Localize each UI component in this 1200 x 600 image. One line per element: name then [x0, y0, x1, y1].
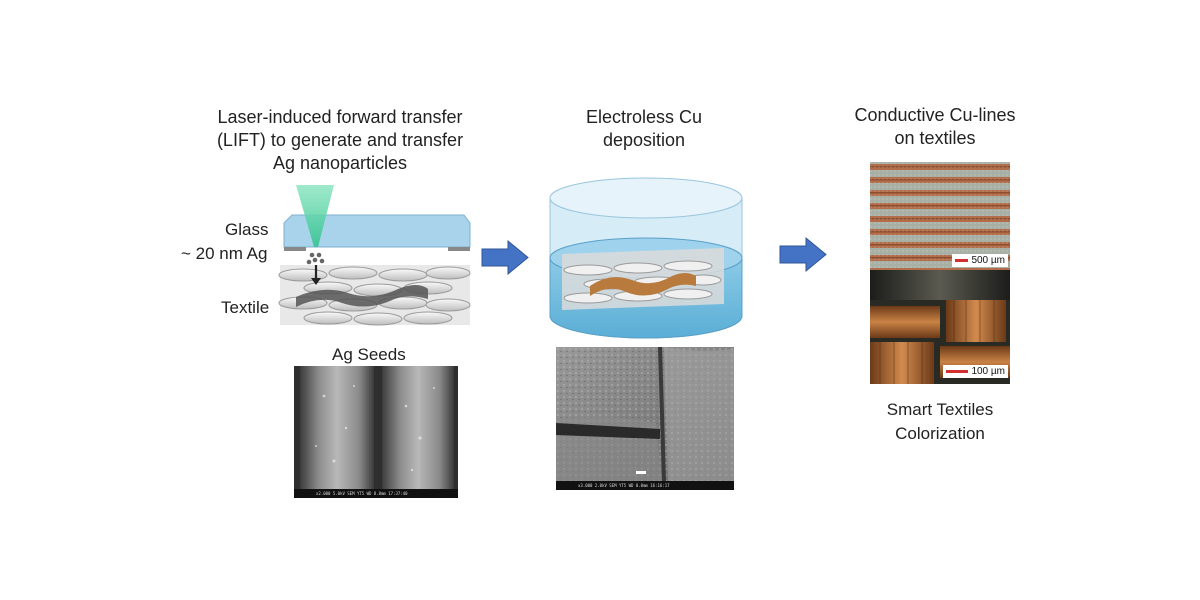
step3-title-line-1: Conductive Cu-lines: [854, 105, 1016, 125]
textile-label: Textile: [221, 298, 270, 317]
process-arrow-2: [779, 236, 827, 273]
sem-image-cu: x3.000 2.0kV SEM YT5 WD 8.0mm 16:16:17: [556, 347, 734, 490]
textile-weave: [278, 265, 471, 326]
scalebar-100: 100 µm: [943, 365, 1008, 378]
laser-beam: [296, 185, 334, 247]
electroless-bath: [549, 177, 743, 339]
step3-title-line-2: on textiles: [894, 128, 976, 148]
process-arrow-1: [481, 239, 529, 276]
ag-layer-label: ~ 20 nm Ag: [181, 244, 268, 263]
step1-title-line-2: (LIFT) to generate and transfer: [216, 130, 464, 150]
scalebar-100-bar: [946, 370, 969, 373]
sem-databar-cu: x3.000 2.0kV SEM YT5 WD 8.0mm 16:16:17: [556, 481, 734, 490]
lift-schematic: [278, 185, 471, 326]
scalebar-500: 500 µm: [952, 254, 1008, 267]
step3-caption: Smart Textiles Colorization: [860, 398, 1020, 446]
step1-title-line-1: Laser-induced forward transfer: [217, 107, 463, 127]
ag-nanoparticles: [306, 252, 325, 265]
step3-title: Conductive Cu-lines on textiles: [828, 104, 1042, 150]
transfer-arrow: [311, 265, 321, 285]
ag-seeds-caption: Ag Seeds: [332, 345, 406, 364]
step1-title-line-3: Ag nanoparticles: [272, 153, 408, 173]
step3-caption-line-1: Smart Textiles: [886, 400, 994, 419]
sem-databar-ag: x2.000 5.0kV SEM YT5 WD 8.8mm 17:37:40: [294, 489, 458, 498]
step2-title: Electroless Cu deposition: [544, 106, 744, 152]
micrograph-cu-lines: 500 µm: [870, 162, 1010, 270]
scalebar-500-bar: [955, 259, 969, 262]
glass-label: Glass: [225, 220, 269, 239]
step1-title: Laser-induced forward transfer (LIFT) to…: [190, 106, 490, 175]
textile-sample: [562, 248, 724, 310]
micrograph-cu-weave: 100 µm: [870, 270, 1010, 384]
step2-title-line-2: deposition: [602, 130, 686, 150]
sem-image-ag-seeds: x2.000 5.0kV SEM YT5 WD 8.8mm 17:37:40: [294, 366, 458, 498]
step2-title-line-1: Electroless Cu: [585, 107, 703, 127]
step3-caption-line-2: Colorization: [895, 424, 985, 443]
